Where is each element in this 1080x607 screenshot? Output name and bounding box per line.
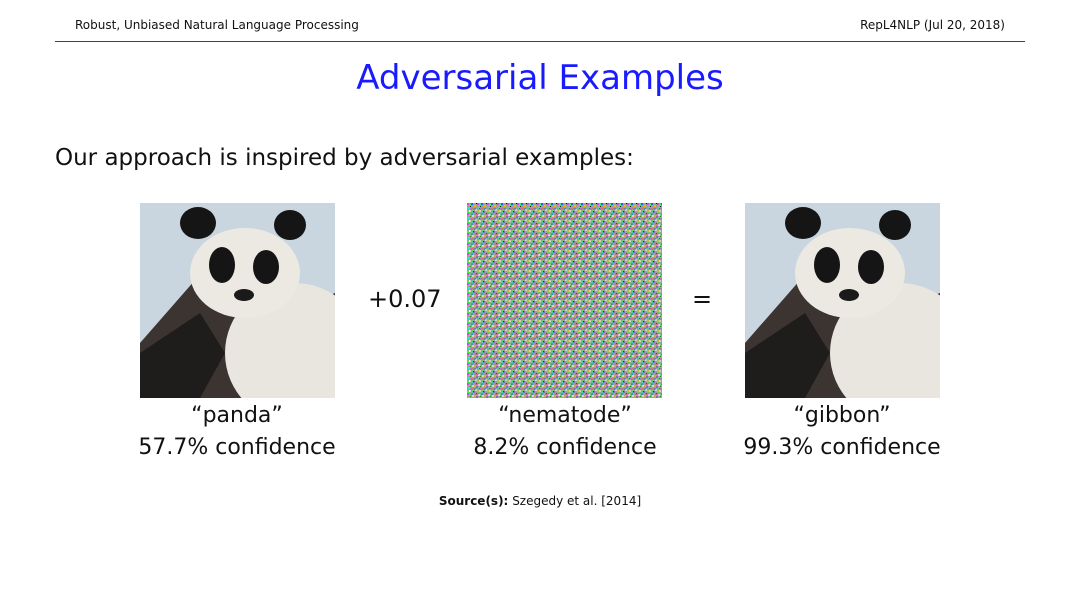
label-nematode: “nematode”	[498, 403, 632, 428]
equals-operator: =	[692, 285, 713, 313]
confidence-gibbon: 99.3% confidence	[743, 435, 941, 460]
confidence-panda: 57.7% confidence	[138, 435, 336, 460]
panda-image	[140, 203, 335, 398]
slide-header: Robust, Unbiased Natural Language Proces…	[55, 14, 1025, 42]
slide-title: Adversarial Examples	[356, 58, 724, 98]
label-panda: “panda”	[191, 403, 283, 428]
source-citation: Source(s): Szegedy et al. [2014]	[0, 494, 1080, 508]
caption-panda: “panda” 57.7% confidence	[107, 400, 367, 464]
gibbon-image	[745, 203, 940, 398]
caption-gibbon: “gibbon” 99.3% confidence	[712, 400, 972, 464]
plus-operator: +0.07	[368, 285, 442, 313]
source-text: Szegedy et al. [2014]	[512, 494, 642, 508]
caption-nematode: “nematode” 8.2% confidence	[435, 400, 695, 464]
header-left-text: Robust, Unbiased Natural Language Proces…	[75, 18, 359, 32]
lead-text: Our approach is inspired by adversarial …	[55, 145, 634, 171]
source-label: Source(s):	[438, 494, 509, 508]
noise-image	[467, 203, 662, 398]
confidence-nematode: 8.2% confidence	[473, 435, 657, 460]
header-right-text: RepL4NLP (Jul 20, 2018)	[860, 18, 1005, 32]
label-gibbon: “gibbon”	[793, 403, 891, 428]
